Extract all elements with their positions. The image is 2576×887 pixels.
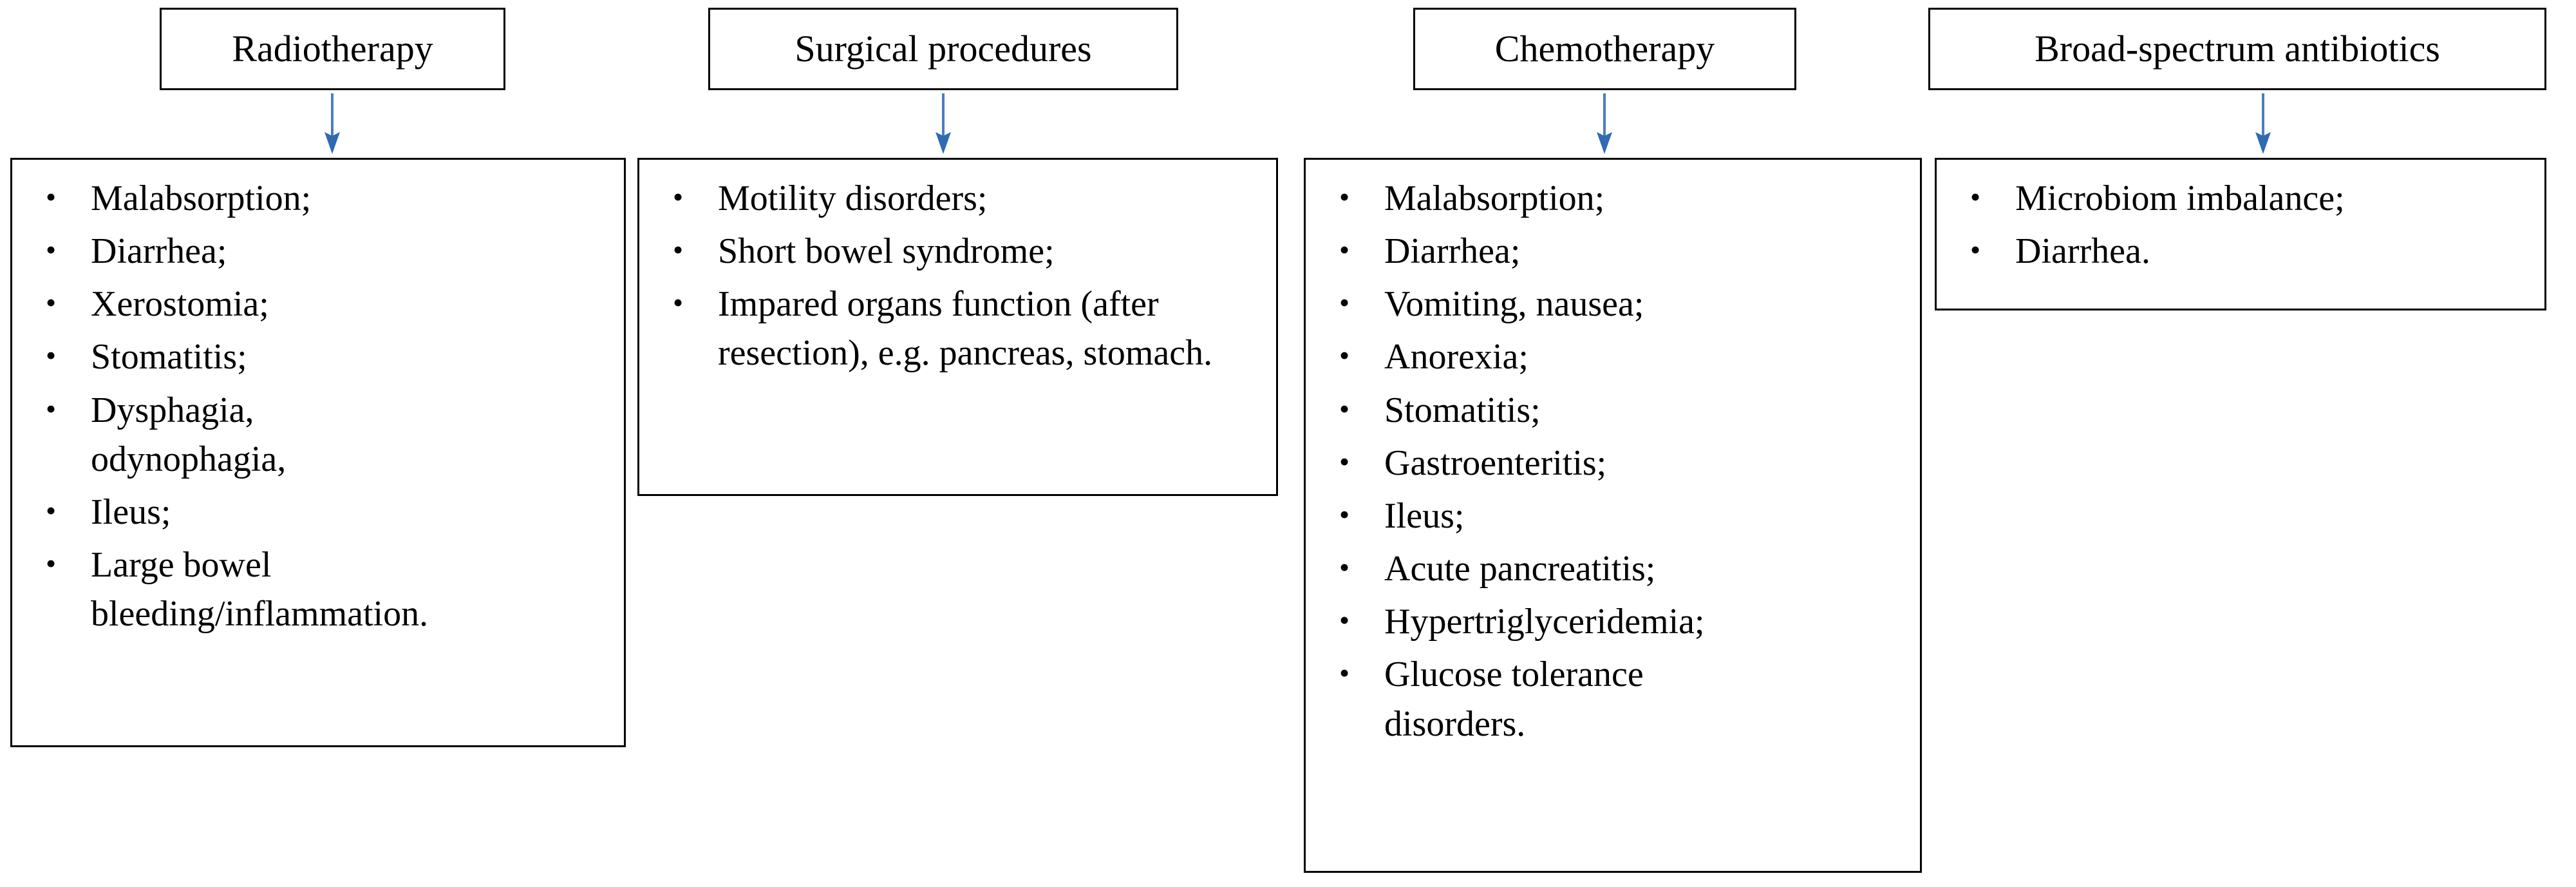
header-box-surgical-procedures[interactable]: Surgical procedures (708, 8, 1178, 90)
list-item: Stomatitis; (1315, 386, 1911, 435)
list-item: Acute pancreatitis; (1315, 544, 1911, 593)
list-item: Large bowel bleeding/inflammation. (21, 540, 593, 638)
effects-list-surgical-procedures: Motility disorders; Short bowel syndrome… (648, 174, 1267, 378)
down-arrow-icon (930, 93, 956, 155)
list-item: Impared organs function (after resection… (648, 280, 1243, 377)
list-item: Glucose tolerance disorders. (1315, 650, 1771, 748)
effects-list-chemotherapy: Malabsorption; Diarrhea; Vomiting, nause… (1315, 174, 1911, 749)
body-box-chemotherapy: Malabsorption; Diarrhea; Vomiting, nause… (1304, 158, 1922, 873)
list-item: Hypertriglyceridemia; (1315, 597, 1911, 646)
body-box-broad-spectrum-antibiotics: Microbiom imbalance; Diarrhea. (1935, 158, 2546, 310)
list-item: Diarrhea. (1946, 227, 2535, 276)
header-label-broad-spectrum-antibiotics: Broad-spectrum antibiotics (2035, 27, 2440, 70)
list-item: Motility disorders; (648, 174, 1267, 223)
header-label-radiotherapy: Radiotherapy (232, 27, 433, 70)
header-box-chemotherapy[interactable]: Chemotherapy (1413, 8, 1796, 90)
effects-list-radiotherapy: Malabsorption; Diarrhea; Xerostomia; Sto… (21, 174, 615, 638)
down-arrow-icon (2250, 93, 2276, 155)
header-box-broad-spectrum-antibiotics[interactable]: Broad-spectrum antibiotics (1928, 8, 2546, 90)
list-item: Stomatitis; (21, 332, 615, 381)
list-item: Vomiting, nausea; (1315, 280, 1911, 329)
list-item: Diarrhea; (1315, 227, 1911, 276)
list-item: Dysphagia, odynophagia, (21, 386, 393, 484)
list-item: Diarrhea; (21, 227, 615, 276)
body-box-radiotherapy: Malabsorption; Diarrhea; Xerostomia; Sto… (10, 158, 626, 747)
down-arrow-icon (1592, 93, 1617, 155)
header-box-radiotherapy[interactable]: Radiotherapy (160, 8, 505, 90)
list-item: Ileus; (21, 488, 615, 537)
list-item: Gastroenteritis; (1315, 439, 1911, 488)
down-arrow-icon (319, 93, 345, 155)
list-item: Ileus; (1315, 491, 1911, 540)
list-item: Microbiom imbalance; (1946, 174, 2535, 223)
header-label-surgical-procedures: Surgical procedures (794, 27, 1092, 70)
effects-list-broad-spectrum-antibiotics: Microbiom imbalance; Diarrhea. (1946, 174, 2535, 276)
header-label-chemotherapy: Chemotherapy (1494, 27, 1715, 70)
body-box-surgical-procedures: Motility disorders; Short bowel syndrome… (637, 158, 1278, 496)
list-item: Xerostomia; (21, 280, 615, 329)
list-item: Short bowel syndrome; (648, 227, 1267, 276)
list-item: Malabsorption; (21, 174, 615, 223)
list-item: Anorexia; (1315, 332, 1911, 381)
list-item: Malabsorption; (1315, 174, 1911, 223)
